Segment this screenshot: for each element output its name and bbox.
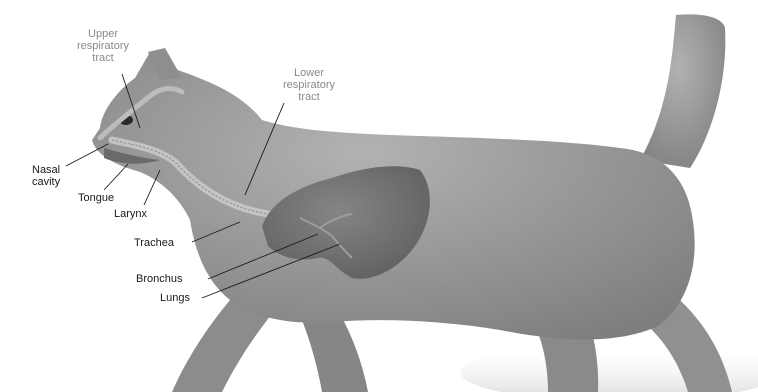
label-larynx: Larynx [114, 208, 147, 220]
leader-nasal-cavity [66, 144, 108, 166]
leader-tongue [104, 164, 128, 190]
label-lower-respiratory-tract: Lower respiratory tract [266, 67, 352, 103]
label-nasal-cavity: Nasal cavity [32, 164, 60, 188]
label-trachea: Trachea [134, 237, 174, 249]
label-bronchus: Bronchus [136, 273, 182, 285]
cat-tail [640, 14, 725, 168]
label-tongue: Tongue [78, 192, 114, 204]
label-lungs: Lungs [160, 292, 190, 304]
label-upper-respiratory-tract: Upper respiratory tract [60, 28, 146, 64]
